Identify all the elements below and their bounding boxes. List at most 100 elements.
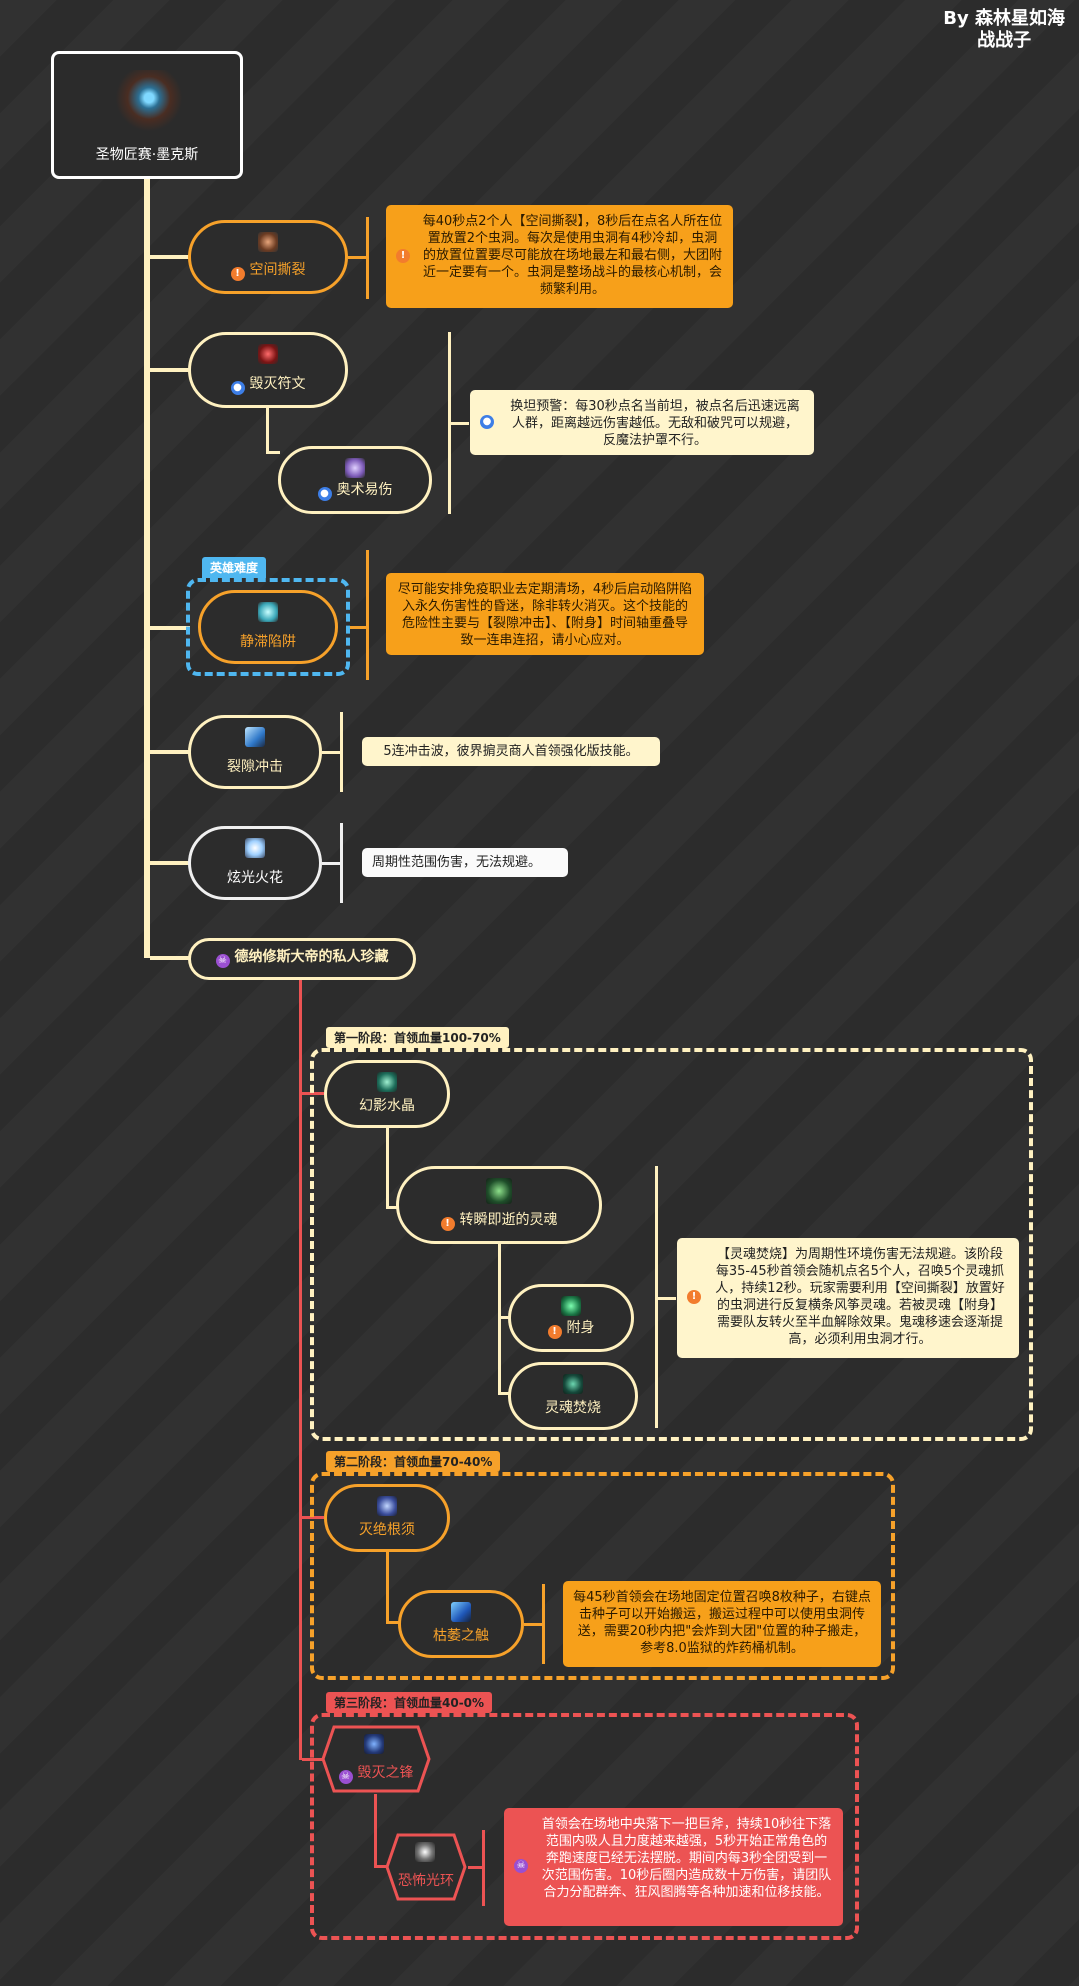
bracket-xuanguang-stem	[322, 862, 340, 865]
node-denasi[interactable]: ☠ 德纳修斯大帝的私人珍藏	[188, 938, 416, 980]
trunk-line	[144, 179, 150, 958]
tank-icon: ●	[480, 414, 494, 429]
node-kongjian-label: 空间撕裂	[249, 262, 306, 278]
warning-icon: !	[547, 1325, 562, 1339]
node-xuanguang[interactable]: 炫光火花	[188, 826, 322, 900]
note-phase2-text: 每45秒首领会在场地固定位置召唤8枚种子，右键点击种子可以开始搬运，搬运过程中可…	[573, 1590, 871, 1656]
skull-icon: ☠	[514, 1859, 528, 1873]
node-jingzhi[interactable]: 静滞陷阱	[198, 590, 338, 664]
node-linghun-label: 灵魂焚烧	[545, 1400, 601, 1416]
roots-icon	[377, 1496, 397, 1516]
note-huimie: ● 换坦预警：每30秒点名当前坦，被点名后迅速远离人群，距离越远伤害越低。无敌和…	[470, 390, 814, 455]
bracket-kongjian	[366, 217, 369, 299]
phase3-tag: 第三阶段：首领血量40-0%	[326, 1692, 493, 1713]
wither-touch-icon	[451, 1602, 471, 1622]
note-kongjian-text: 每40秒点2个人【空间撕裂】，8秒后在点名人所在位置放置2个虫洞。每次是使用虫洞…	[422, 214, 723, 297]
bracket-phase2-stem	[524, 1623, 542, 1626]
node-xuanguang-label: 炫光火花	[227, 870, 283, 886]
node-kuwei[interactable]: 枯萎之触	[398, 1590, 524, 1658]
note-xuanguang: 周期性范围伤害，无法规避。	[362, 848, 568, 877]
author-credit: By 森林星如海 战战子	[943, 8, 1065, 52]
node-linghun[interactable]: 灵魂焚烧	[508, 1362, 638, 1430]
trap-icon	[258, 602, 278, 622]
hero-frame	[186, 578, 350, 676]
node-aoshu-label: 奥术易伤	[336, 482, 393, 498]
node-huanying[interactable]: 幻影水晶	[324, 1060, 450, 1128]
warning-icon: !	[440, 1217, 455, 1231]
bracket-jingzhi-stem	[350, 626, 366, 629]
node-kongbu-hex[interactable]	[384, 1832, 468, 1902]
node-zhuanshun-label: 转瞬即逝的灵魂	[459, 1212, 558, 1228]
connector-zhuanshun	[386, 1128, 389, 1208]
branch-kongjian	[150, 255, 190, 259]
node-huanying-label: 幻影水晶	[359, 1098, 415, 1114]
note-huimie-text: 换坦预警：每30秒点名当前坦，被点名后迅速远离人群，距离越远伤害越低。无敌和破咒…	[510, 399, 800, 448]
connector-soul-children	[498, 1244, 501, 1394]
note-jingzhi-text: 尽可能安排免疫职业去定期清场，4秒后启动陷阱陷入永久伤害性的昏迷，除非转火消灭。…	[397, 582, 693, 648]
boss-portrait-icon	[116, 70, 182, 132]
note-kongjian: ! 每40秒点2个人【空间撕裂】，8秒后在点名人所在位置放置2个虫洞。每次是使用…	[386, 205, 733, 308]
dragon-icon	[364, 1734, 384, 1754]
bracket-phase3	[482, 1830, 485, 1906]
tank-icon: ●	[317, 487, 332, 501]
rift-icon	[258, 232, 278, 252]
note-phase3-text: 首领会在场地中央落下一把巨斧，持续10秒往下落范围内吸人且力度越来越强，5秒开始…	[541, 1817, 832, 1900]
shockwave-icon	[245, 727, 265, 747]
node-huimie-fuwen-label: 毁灭符文	[249, 376, 306, 392]
branch-xuanguang	[150, 861, 190, 865]
bracket-phase1	[655, 1166, 658, 1428]
tank-icon: ●	[230, 381, 245, 395]
warning-icon: !	[687, 1290, 701, 1304]
note-phase1: ! 【灵魂焚烧】为周期性环境伤害无法规避。该阶段每35-45秒首领会随机点名5个…	[677, 1238, 1019, 1358]
aura-icon	[415, 1842, 435, 1862]
node-jingzhi-label: 静滞陷阱	[240, 634, 296, 650]
soul-burn-icon	[563, 1374, 583, 1394]
crystal-icon	[377, 1072, 397, 1092]
branch-denasi	[150, 956, 190, 960]
bracket-huimie	[448, 332, 451, 514]
branch-huimie	[150, 368, 190, 372]
bracket-phase2	[542, 1584, 545, 1664]
connector-kuwei	[386, 1552, 389, 1624]
node-kuwei-label: 枯萎之触	[433, 1628, 489, 1644]
node-fushen[interactable]: ! 附身	[508, 1284, 634, 1352]
note-jingzhi: 尽可能安排免疫职业去定期清场，4秒后启动陷阱陷入永久伤害性的昏迷，除非转火消灭。…	[386, 573, 704, 655]
hero-difficulty-tag: 英雄难度	[202, 557, 267, 578]
node-kongjian[interactable]: ! 空间撕裂	[188, 220, 348, 294]
node-denasi-label: 德纳修斯大帝的私人珍藏	[234, 949, 389, 965]
branch-liexi	[150, 750, 190, 754]
node-liexi-label: 裂隙冲击	[227, 759, 283, 775]
boss-name: 圣物匠赛·墨克斯	[95, 147, 199, 163]
connector-zhuanshun-h	[386, 1206, 398, 1209]
node-zhuanshun[interactable]: ! 转瞬即逝的灵魂	[396, 1166, 602, 1244]
node-miejue[interactable]: 灭绝根须	[324, 1484, 450, 1552]
bracket-phase3-stem	[468, 1866, 482, 1869]
connector-kuwei-h	[386, 1621, 400, 1624]
node-liexi[interactable]: 裂隙冲击	[188, 715, 322, 789]
connector-kongbu-h	[374, 1865, 388, 1868]
connector-fushen	[498, 1316, 510, 1319]
note-liexi-text: 5连冲击波，彼界掮灵商人首领强化版技能。	[383, 744, 639, 759]
phase2-frame	[310, 1472, 895, 1680]
note-phase2: 每45秒首领会在场地固定位置召唤8枚种子，右键点击种子可以开始搬运，搬运过程中可…	[563, 1581, 881, 1667]
phase-trunk-line	[299, 980, 302, 1760]
fist-rune-icon	[258, 344, 278, 364]
skull-icon: ☠	[215, 954, 230, 968]
bracket-jingzhi	[366, 550, 369, 680]
fleeting-soul-icon	[486, 1178, 512, 1204]
node-huimie-feng-label: 毁灭之锋	[357, 1765, 414, 1781]
bracket-xuanguang	[340, 823, 343, 903]
branch-jingzhi	[150, 626, 190, 630]
node-fushen-label: 附身	[566, 1320, 595, 1336]
bracket-kongjian-stem	[348, 256, 366, 259]
warning-icon: !	[230, 267, 245, 281]
boss-root-node[interactable]: 圣物匠赛·墨克斯	[51, 51, 243, 179]
node-huimie-fuwen[interactable]: ● 毁灭符文	[188, 332, 348, 408]
spark-icon	[245, 838, 265, 858]
connector-aoshu-h	[266, 451, 280, 454]
bracket-liexi	[340, 712, 343, 792]
note-liexi: 5连冲击波，彼界掮灵商人首领强化版技能。	[362, 737, 660, 766]
node-aoshu[interactable]: ● 奥术易伤	[278, 446, 432, 514]
phase1-frame	[310, 1048, 1033, 1441]
bracket-huimie-stem	[451, 422, 469, 425]
